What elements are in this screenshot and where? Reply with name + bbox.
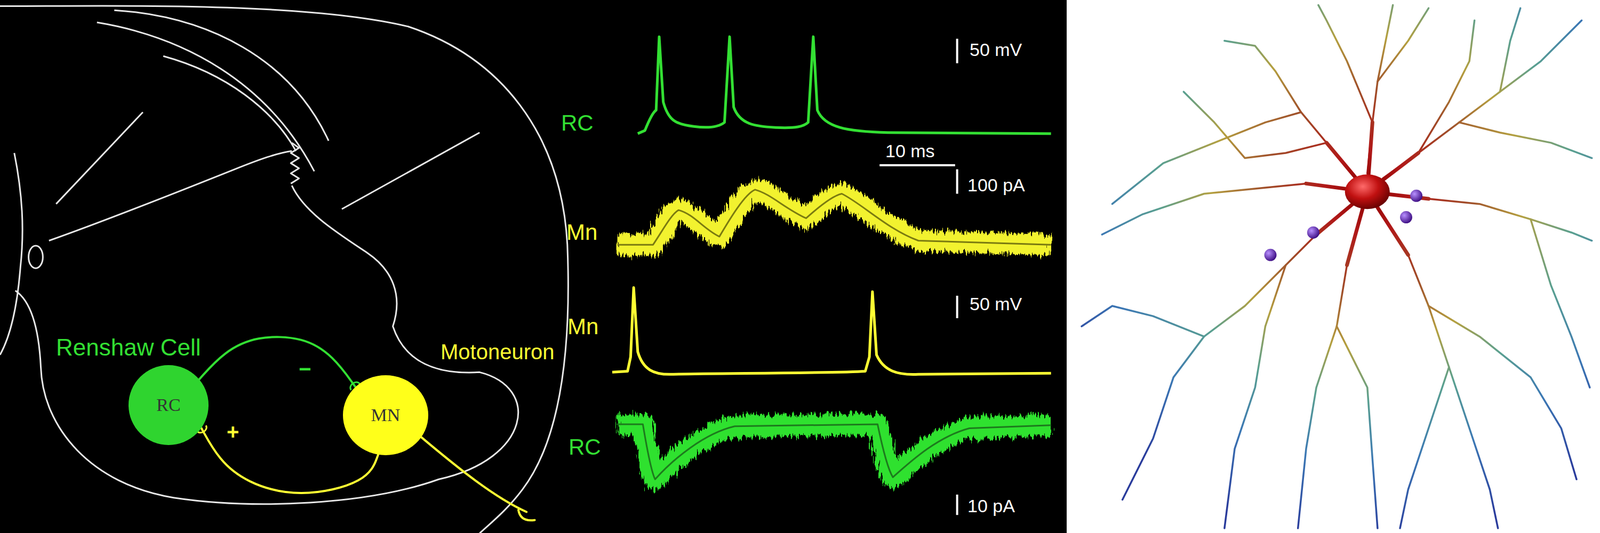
neuron-reconstruction bbox=[1530, 219, 1590, 388]
motor-axon bbox=[420, 436, 527, 513]
spinal-cord-outline bbox=[0, 5, 568, 533]
scale-value: 50 mV bbox=[969, 40, 1022, 59]
neuron-reconstruction bbox=[1101, 183, 1347, 235]
interneuron-soma: RC bbox=[128, 365, 209, 446]
voltage-trace bbox=[637, 36, 1052, 134]
neuron-reconstruction bbox=[1336, 326, 1378, 529]
scale-bar bbox=[879, 38, 957, 516]
spinal-cord-outline bbox=[341, 132, 480, 210]
spinal-cord-outline bbox=[28, 245, 44, 269]
scale-value: 100 pA bbox=[967, 176, 1026, 195]
trace-label: Mn bbox=[566, 221, 598, 244]
synapse-dot bbox=[1410, 189, 1423, 203]
spinal-cord-outline bbox=[290, 142, 299, 184]
synapse-sign: + bbox=[226, 421, 239, 443]
motor-soma: MN bbox=[342, 375, 429, 456]
neuron-reconstruction bbox=[1418, 20, 1475, 154]
scale-bar bbox=[956, 296, 959, 319]
synapse-sign: − bbox=[298, 358, 311, 380]
neuron-reconstruction bbox=[1382, 20, 1582, 179]
spinal-cord-outline bbox=[114, 10, 329, 141]
trace-label: RC bbox=[561, 112, 594, 135]
current-trace-band bbox=[617, 424, 1052, 480]
scale-value: 10 ms bbox=[885, 141, 935, 160]
cell-label: Renshaw Cell bbox=[56, 336, 201, 360]
motor-axon bbox=[518, 510, 535, 522]
spinal-cord-outline bbox=[0, 153, 23, 356]
scale-value: 10 pA bbox=[967, 497, 1015, 516]
scale-bar bbox=[956, 38, 959, 64]
synapse-dot bbox=[1264, 249, 1277, 262]
node-text: RC bbox=[156, 395, 181, 415]
neuron-reconstruction bbox=[1499, 8, 1520, 92]
trace-label: Mn bbox=[567, 315, 599, 339]
neuron-reconstruction bbox=[1318, 5, 1373, 123]
neuron-reconstruction bbox=[1298, 209, 1363, 529]
synapse-dot bbox=[1400, 211, 1413, 224]
cell-label: Motoneuron bbox=[440, 341, 555, 363]
spinal-cord-outline bbox=[0, 5, 568, 533]
neuron-reconstruction bbox=[1459, 122, 1592, 159]
node-text: MN bbox=[371, 405, 401, 426]
neuron-reconstruction bbox=[1400, 367, 1450, 529]
scale-bar bbox=[879, 164, 956, 167]
neuron-reconstruction bbox=[1428, 306, 1577, 480]
neuron-soma bbox=[1345, 174, 1390, 210]
current-trace-mean bbox=[617, 189, 1052, 245]
current-trace-band bbox=[617, 189, 1052, 245]
neuron-reconstruction bbox=[1183, 91, 1327, 158]
recording-traces bbox=[612, 36, 1052, 480]
synaptic-connection bbox=[198, 337, 356, 388]
trace-label: RC bbox=[568, 436, 602, 459]
figure-group bbox=[0, 5, 1592, 533]
voltage-trace bbox=[612, 288, 1052, 375]
neuron-reconstruction bbox=[1081, 306, 1205, 337]
motor-axon bbox=[420, 436, 535, 521]
spinal-cord-outline bbox=[56, 112, 143, 204]
scale-value: 50 mV bbox=[969, 294, 1022, 314]
spinal-cord-outline bbox=[163, 56, 296, 151]
synapse-dot bbox=[1307, 226, 1320, 239]
spinal-cord-outline bbox=[97, 22, 315, 172]
spinal-cord-outline bbox=[49, 150, 292, 241]
neuron-reconstruction bbox=[1377, 209, 1499, 529]
neuron-reconstruction bbox=[1377, 8, 1429, 82]
neuron-reconstruction bbox=[1112, 112, 1301, 204]
scale-bar bbox=[956, 169, 959, 195]
neuron-reconstruction bbox=[1224, 265, 1286, 529]
neuron-reconstruction bbox=[1122, 204, 1352, 501]
neuron-reconstruction bbox=[1081, 5, 1592, 530]
current-trace-mean bbox=[617, 424, 1052, 480]
panel-background bbox=[0, 0, 1067, 533]
scale-bar bbox=[956, 494, 959, 516]
